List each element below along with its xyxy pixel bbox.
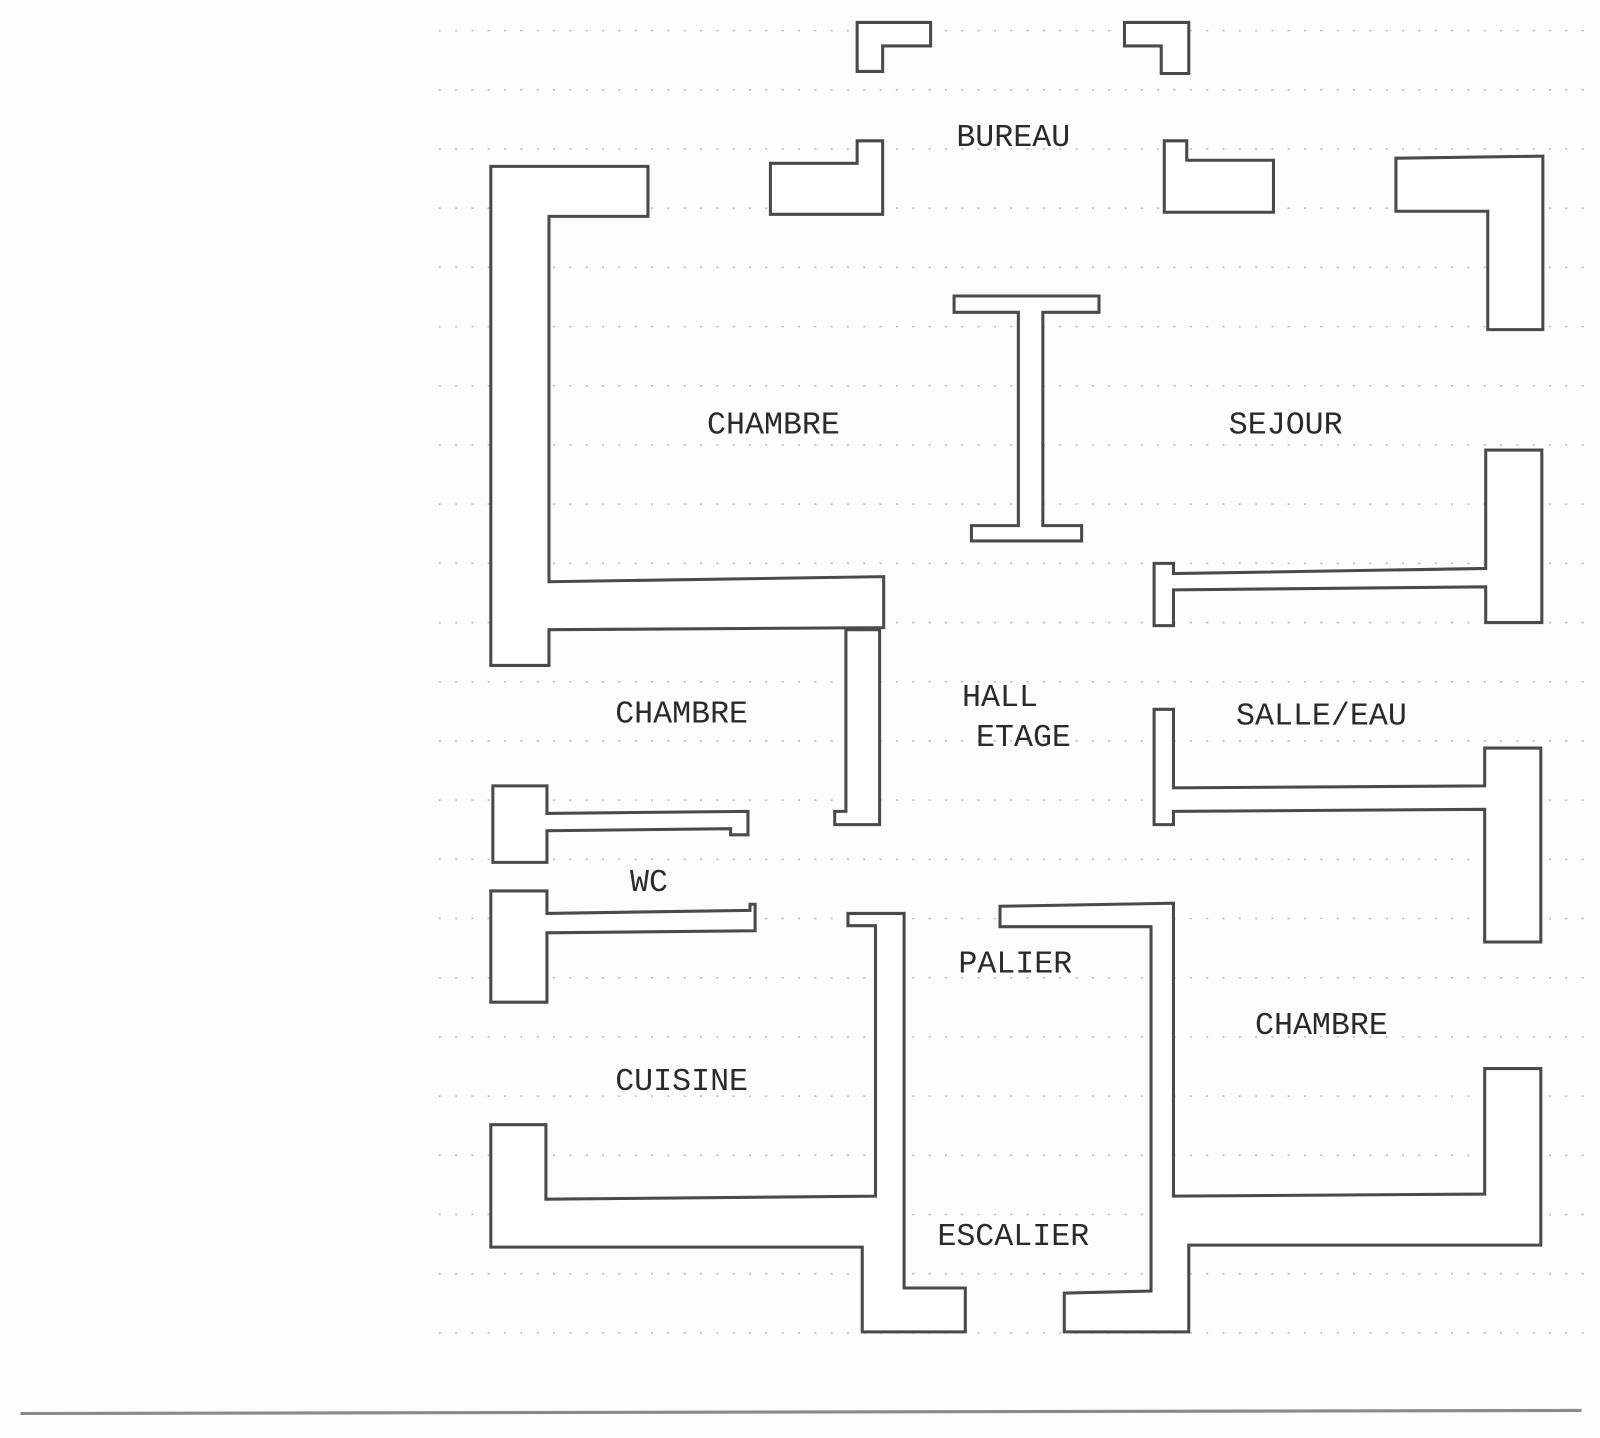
wall-top-right-corner (1122, 20, 1191, 76)
wall-chambre-left (489, 164, 886, 667)
wall-bureau-right (1162, 139, 1275, 214)
label-bureau: BUREAU (956, 121, 1070, 156)
walls (489, 20, 1545, 1334)
label-sejour: SEJOUR (1229, 409, 1343, 444)
label-wc: WC (630, 866, 668, 901)
wall-bureau-left (768, 139, 885, 216)
label-chambre-west: CHAMBRE (615, 698, 748, 733)
page-edge-line (20, 1408, 1582, 1416)
wall-i-beam (952, 294, 1101, 543)
room-labels: BUREAU CHAMBRE SEJOUR CHAMBRE HALL ETAGE… (615, 121, 1407, 1255)
label-chambre-east: CHAMBRE (1255, 1009, 1388, 1044)
wall-salle-eau (1152, 707, 1543, 944)
label-hall: HALL (962, 681, 1038, 716)
wall-wc-upper (491, 784, 750, 864)
label-escalier: ESCALIER (937, 1220, 1089, 1255)
wall-chambre-hall (833, 628, 882, 827)
wall-sejour-corner (1394, 154, 1545, 332)
wall-wc-lower (489, 889, 757, 1004)
wall-chambre-stair (998, 901, 1543, 1334)
wall-top-left-corner (855, 20, 933, 73)
label-cuisine: CUISINE (615, 1065, 748, 1100)
label-etage: ETAGE (976, 721, 1071, 756)
wall-sejour-divider (1152, 448, 1544, 628)
wall-cuisine-stair (489, 911, 967, 1334)
label-salle-eau: SALLE/EAU (1236, 700, 1407, 735)
label-chambre-north: CHAMBRE (707, 409, 840, 444)
label-palier: PALIER (958, 948, 1072, 983)
